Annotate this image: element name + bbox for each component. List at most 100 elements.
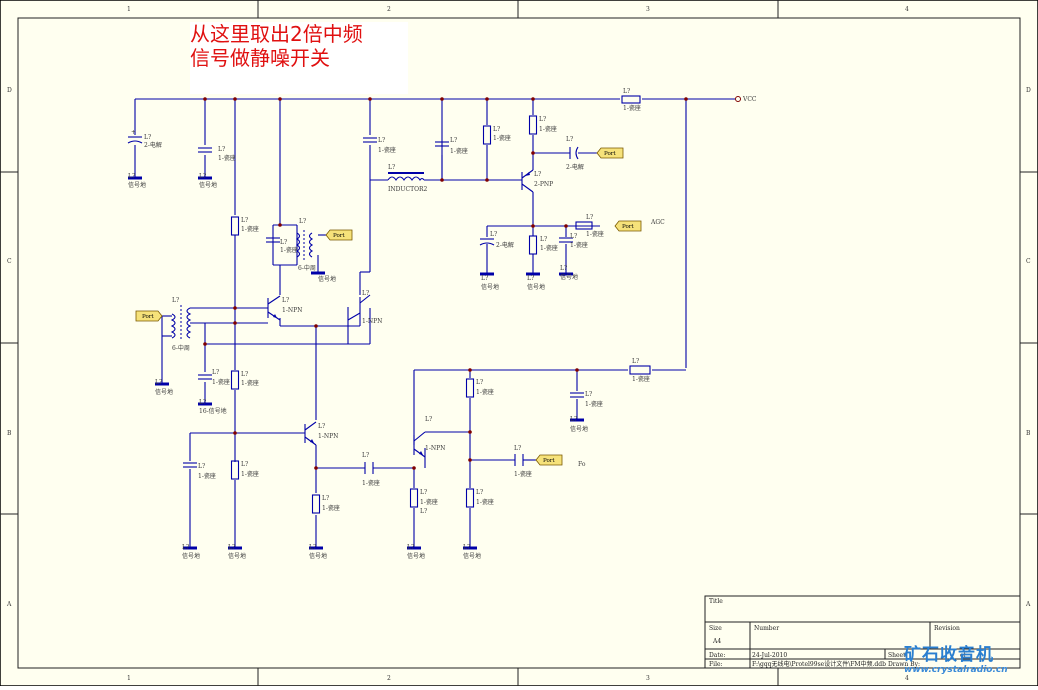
svg-text:L?: L? [585,391,592,398]
svg-text:1-瓷座: 1-瓷座 [241,225,259,233]
transistor-npn-q2: L? 1-NPN [347,290,382,325]
svg-text:1-瓷座: 1-瓷座 [450,147,468,155]
resistor-r-q4-emitter: L? 1-瓷座 [465,488,494,508]
port-agc[interactable]: Port [614,220,642,232]
ground-label: L? [199,399,206,406]
svg-text:1-瓷座: 1-瓷座 [539,125,557,133]
svg-text:1-瓷座: 1-瓷座 [241,470,259,478]
size-label: Size [709,625,722,632]
svg-text:L?: L? [476,379,483,386]
port-pnp-collector[interactable]: Port [596,147,624,159]
resistor-bias-top: L? 1-瓷座 [230,216,259,236]
svg-text:1-瓷座: 1-瓷座 [514,470,532,478]
file-value: F:\gqq无线电\Protel99se设计文件\FM中频.ddb [752,660,886,668]
ground-label: L? [309,544,316,551]
cap-c-interstage: L? 1-瓷座 [362,452,380,487]
ground-label: 信号地 [560,273,578,281]
svg-text:L?: L? [299,218,306,225]
svg-text:L?: L? [539,116,546,123]
ground-label: L? [182,544,189,551]
svg-text:Port: Port [622,224,634,230]
ground-label: L? [560,265,567,272]
svg-text:1-瓷座: 1-瓷座 [570,241,588,249]
svg-text:6-中周: 6-中周 [172,344,190,352]
svg-text:1-瓷座: 1-瓷座 [493,134,511,142]
ground-label: L? [463,544,470,551]
svg-text:1-瓷座: 1-瓷座 [378,146,396,154]
svg-text:1-NPN: 1-NPN [318,433,338,440]
svg-text:1-NPN: 1-NPN [362,318,382,325]
ground-label: 信号地 [463,552,481,560]
svg-text:L?: L? [322,495,329,502]
svg-text:L?: L? [623,88,630,95]
ground-label: 信号地 [228,552,246,560]
cap-c-decoupling: L? 1-瓷座 [434,137,468,155]
zone-col-2-bottom: 2 [387,675,391,682]
title-label: Title [709,598,723,605]
svg-text:Port: Port [333,233,345,239]
svg-text:L?: L? [490,231,497,238]
svg-text:L?: L? [388,164,395,171]
ground-label: L? [228,544,235,551]
svg-text:Port: Port [142,314,154,320]
ground-label: L? [155,379,162,386]
ground-label: L? [481,275,488,282]
svg-text:1-瓷座: 1-瓷座 [420,498,438,506]
electrolytic-cap-coupling: L? 2-电解 [566,136,584,171]
zone-col-4-bottom: 4 [905,675,909,682]
ground-label: L? [527,275,534,282]
svg-text:1-瓷座: 1-瓷座 [218,154,236,162]
svg-text:1-瓷座: 1-瓷座 [212,378,230,386]
net-label-agc: AGC [650,219,665,226]
zone-col-3-bottom: 3 [646,675,650,682]
ground-label: 16-信号地 [199,407,227,415]
ground-label: 信号地 [128,181,146,189]
svg-text:1-NPN: 1-NPN [282,307,302,314]
electrolytic-cap-agc: L? 2-电解 [479,231,514,249]
port-input[interactable]: Port [135,310,163,322]
ground-label: L? [199,173,206,180]
inductor-l1: L? INDUCTOR2 [387,164,428,193]
svg-text:L?: L? [540,236,547,243]
cap-c-agc: L? 1-瓷座 [558,233,588,249]
zone-row-c-left: C [7,258,12,265]
svg-text:L?: L? [280,239,287,246]
annotation-line-2: 信号做静噪开关 [190,46,330,70]
zone-col-3-top: 3 [646,6,650,13]
svg-text:L?: L? [378,137,385,144]
svg-text:1-瓷座: 1-瓷座 [540,244,558,252]
resistor-r-collector: L? 1-瓷座 [482,125,511,145]
svg-text:L?: L? [570,233,577,240]
sheet-label: Sheet [888,652,906,659]
port-fo[interactable]: Port [535,454,563,466]
size-value: A4 [712,638,721,645]
svg-text:1-瓷座: 1-瓷座 [623,104,641,112]
resistor-r-agc: L? 1-瓷座 [528,235,558,255]
ground-label: 信号地 [407,552,425,560]
svg-text:1-瓷座: 1-瓷座 [586,230,604,238]
svg-text:L?: L? [241,461,248,468]
cap-c-feedback: L? 1-瓷座 [569,391,603,408]
svg-text:L?: L? [212,369,219,376]
svg-text:INDUCTOR2: INDUCTOR2 [388,186,428,193]
red-annotation-note: 从这里取出2倍中频 信号做静噪开关 [190,22,408,94]
svg-text:2-PNP: 2-PNP [534,181,553,188]
svg-text:L?: L? [632,358,639,365]
svg-text:L?: L? [241,217,248,224]
svg-text:L?: L? [362,290,369,297]
date-label: Date: [709,652,725,659]
ground-label: L? [128,173,135,180]
resistor-bias-mid: L? 1-瓷座 [230,370,259,390]
cap-c-output: L? 1-瓷座 [514,445,532,478]
ground-label: 信号地 [182,552,200,560]
svg-text:L?: L? [362,452,369,459]
resistor-r-lower-left: L? 1-瓷座 [230,460,259,480]
svg-text:1-瓷座: 1-瓷座 [476,388,494,396]
svg-text:Port: Port [604,151,616,157]
svg-text:1-瓷座: 1-瓷座 [322,504,340,512]
svg-text:L?: L? [420,489,427,496]
svg-text:+: + [131,129,136,136]
port-if-tap[interactable]: Port [325,229,353,241]
svg-text:L?: L? [476,489,483,496]
transistor-npn-q1: L? 1-NPN [267,295,302,321]
